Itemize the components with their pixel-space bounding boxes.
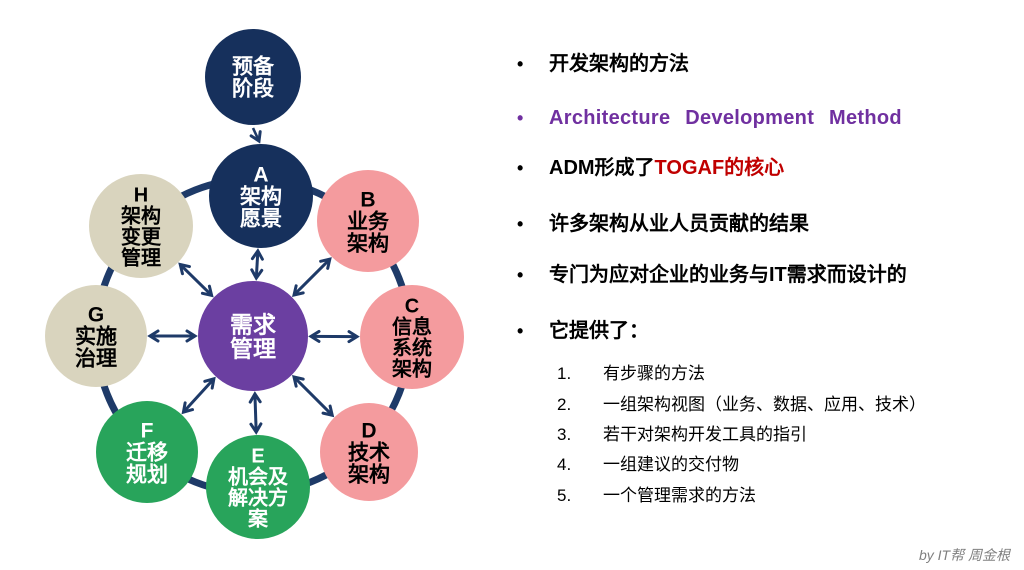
bullet-text: 专门为应对企业的业务与IT需求而设计的 [549,264,907,286]
phase-circle-H [89,174,193,278]
arrowhead-to-center-B [292,284,305,297]
arrowhead-to-B [319,257,332,270]
numbered-item-number: 1. [557,364,572,383]
bullet-marker: • [517,321,524,341]
numbered-item-text: 有步骤的方法 [603,364,705,383]
numbered-item-number: 4. [557,455,572,474]
bullet-text: ADM形成了TOGAF的核心 [549,157,785,179]
numbered-item-1: 1. 有步骤的方法 [557,363,705,384]
numbered-item-text: 若干对架构开发工具的指引 [603,425,807,444]
bullet-text: Architecture Development Method [549,107,902,129]
bullet-marker: • [517,108,524,128]
bullet-item-5: • 专门为应对企业的业务与IT需求而设计的 [512,263,907,288]
bullet-item-2: • Architecture Development Method [512,106,902,131]
arrow-center-H [179,263,213,297]
arrowhead-to-A [250,248,264,261]
numbered-item-2: 2. 一组架构视图（业务、数据、应用、技术） [557,394,926,415]
phase-circle-G [45,285,147,387]
bullet-item-6: • 它提供了： [512,319,649,344]
arrowhead-to-center-D [292,375,305,388]
arrowhead-to-center-H [200,284,214,298]
arrow-center-B [292,258,331,297]
numbered-item-3: 3. 若干对架构开发工具的指引 [557,424,807,445]
phase-circle-E [206,435,310,539]
arrow-center-F [182,377,215,414]
numbered-item-text: 一组架构视图（业务、数据、应用、技术） [603,395,926,414]
bullet-marker: • [517,214,524,234]
bullet-list: • 开发架构的方法 • Architecture Development Method… [512,0,1022,570]
phase-node-preliminary: 预备阶段 [205,29,301,125]
arrowhead-preliminary-to-A [249,130,262,144]
arrowhead-to-center-E [248,391,262,404]
phase-circle-C [360,285,464,389]
phase-label-requirements: 需求管理 [230,311,276,361]
bullet-marker: • [517,158,524,178]
phase-circle-requirements [198,281,308,391]
arrowhead-to-E [249,422,263,435]
numbered-item-number: 2. [557,395,572,414]
phase-circle-A [209,144,313,248]
numbered-item-5: 5. 一个管理需求的方法 [557,485,756,506]
arrow-center-A [254,250,260,279]
arrowhead-to-center-A [250,268,264,281]
arrowhead-to-G [147,329,160,343]
bullet-item-1: • 开发架构的方法 [512,52,689,77]
arrowhead-to-center-F [203,376,216,390]
phase-circle-preliminary [205,29,301,125]
numbered-item-number: 5. [557,486,572,505]
bullet-marker: • [517,54,524,74]
arrowhead-to-center-C [308,329,321,343]
bullet-text: 开发架构的方法 [549,53,689,75]
arrowhead-to-center-G [185,329,198,343]
bullet-item-3: • ADM形成了TOGAF的核心 [512,156,784,181]
numbered-item-4: 4. 一组建议的交付物 [557,454,739,475]
arrowhead-to-F [181,401,195,415]
arrowhead-to-C [347,330,360,344]
numbered-item-number: 3. [557,425,572,444]
bullet-text: 许多架构从业人员贡献的结果 [549,213,809,235]
numbered-item-text: 一个管理需求的方法 [603,486,756,505]
numbered-item-text: 一组建议的交付物 [603,455,739,474]
footer-credit: by IT帮 周金根 [918,547,1010,563]
arrow-center-D [292,375,334,417]
arrowhead-to-H [178,262,191,276]
phase-label-preliminary: 预备阶段 [232,55,275,101]
arrowhead-to-D [321,404,335,418]
phase-circle-F [96,401,198,503]
phase-circle-B [317,170,419,272]
phase-circle-D [320,403,418,501]
phase-node-requirements: 需求管理 [198,281,308,391]
bullet-item-4: • 许多架构从业人员贡献的结果 [512,212,809,237]
bullet-marker: • [517,265,524,285]
arrow-center-E [253,393,258,433]
bullet-text: 它提供了： [549,320,649,342]
